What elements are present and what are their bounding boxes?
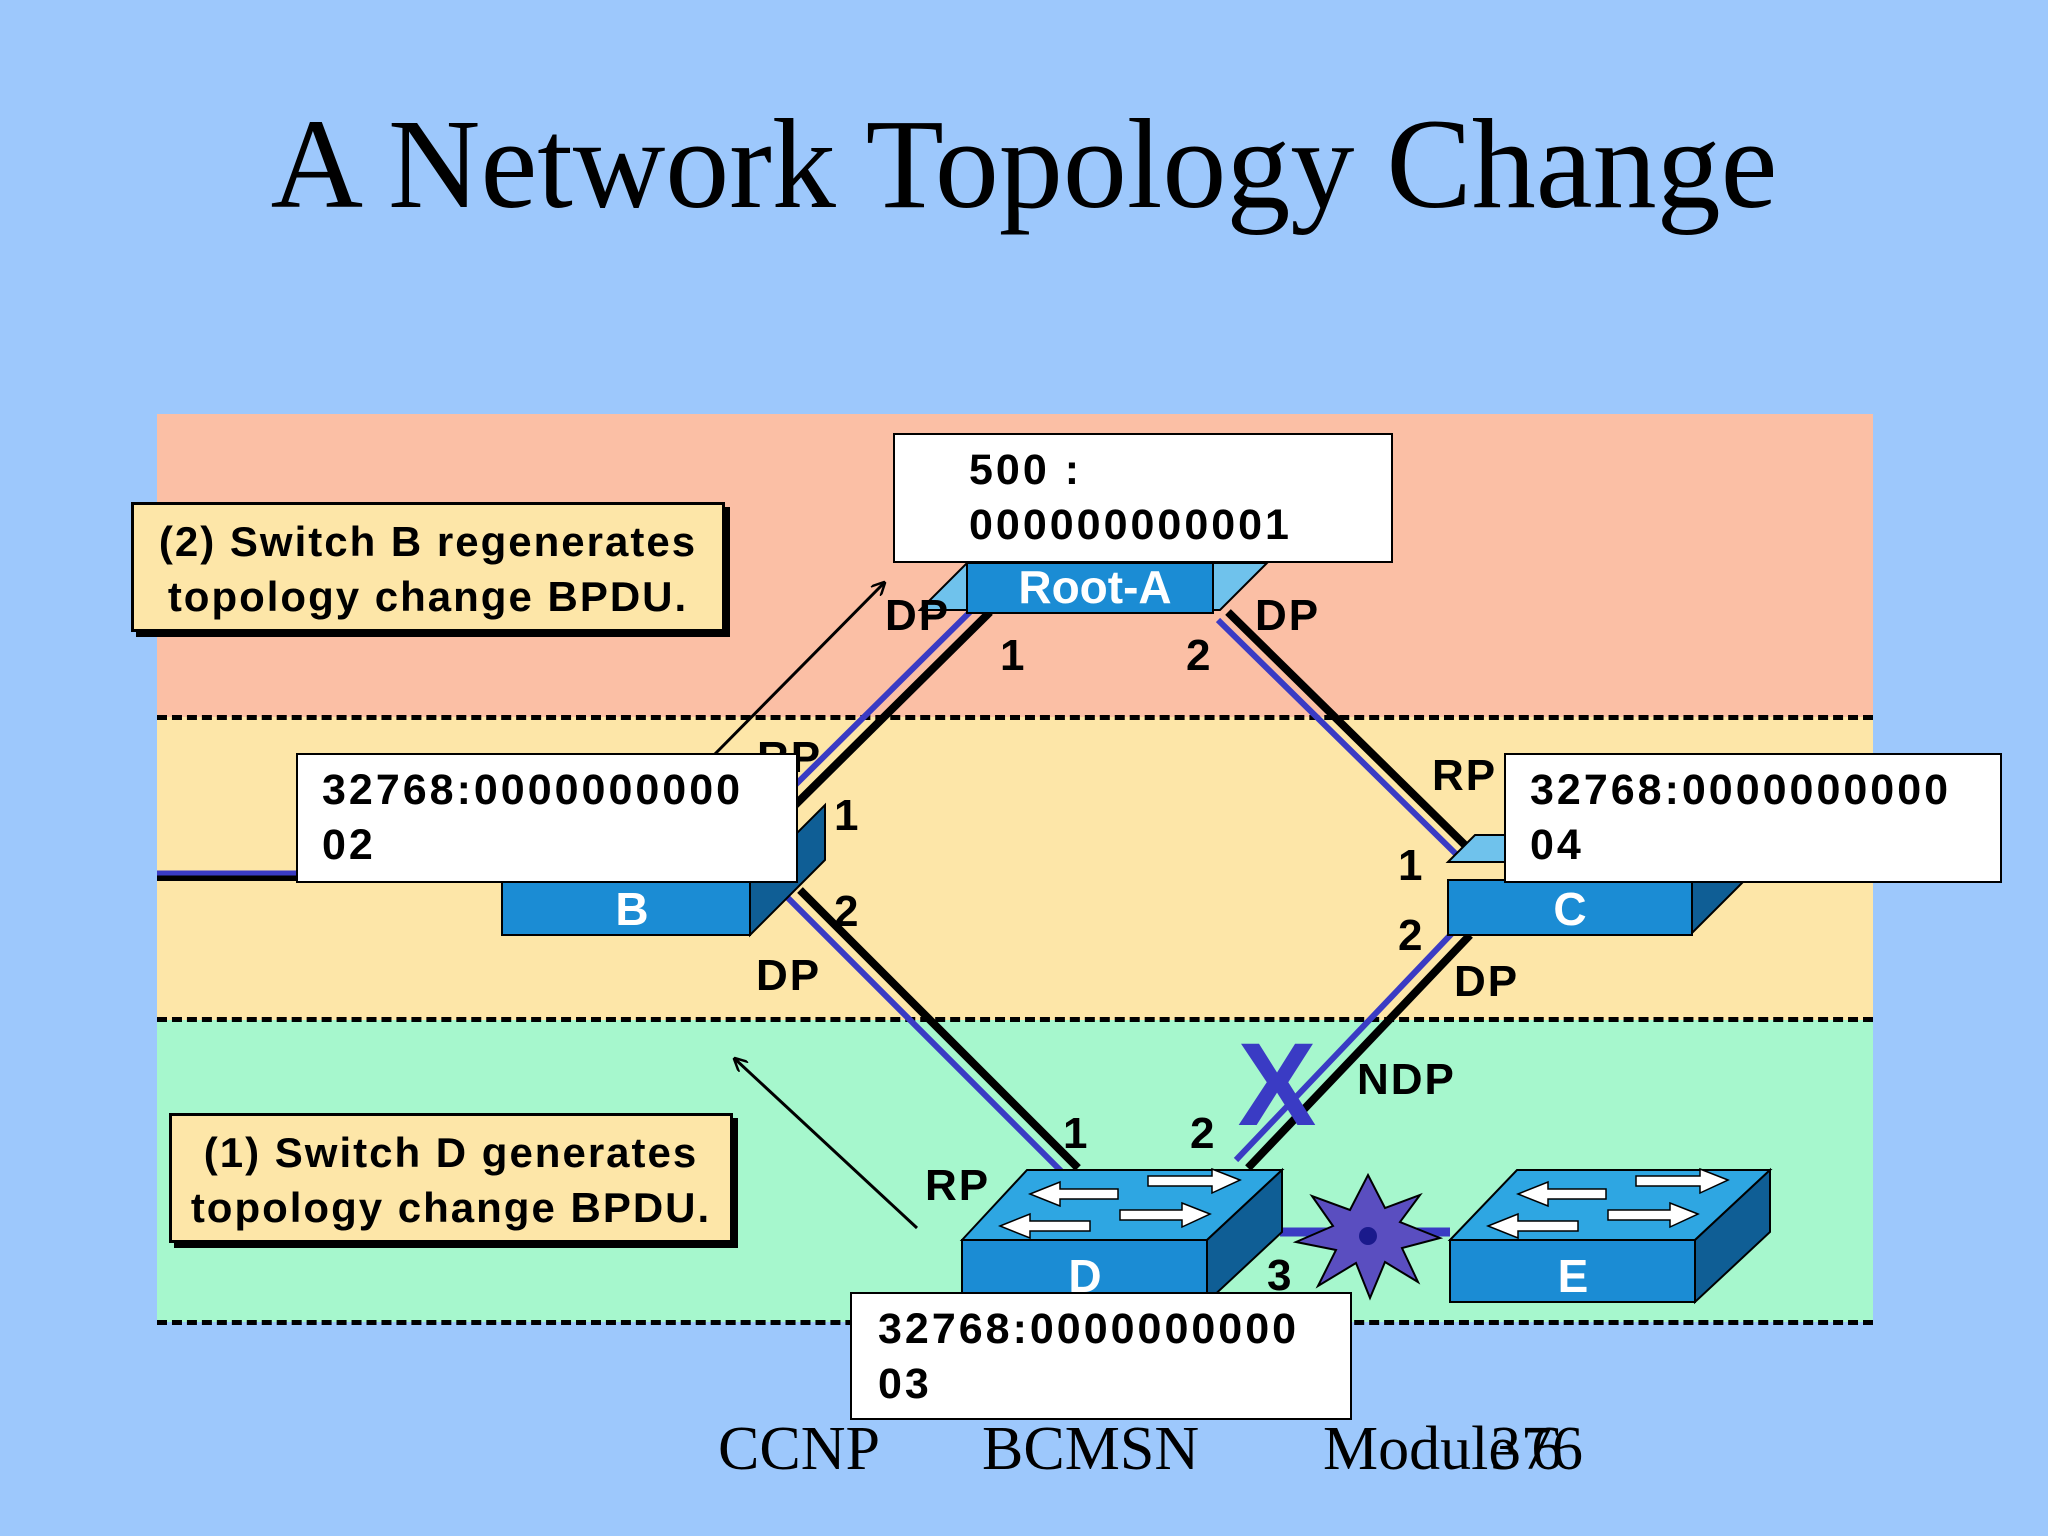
- switch-e-label: E: [1558, 1250, 1589, 1302]
- blocked-port-marker: X: [1238, 1019, 1317, 1151]
- switch-b: B: [501, 802, 826, 938]
- note-switch-b-regenerates: (2) Switch B regenerates topology change…: [131, 502, 725, 632]
- footer-module: Module 6: [1323, 1415, 1563, 1483]
- note-switch-b-line2: topology change BPDU.: [167, 573, 689, 620]
- switch-e: E: [1447, 1167, 1773, 1305]
- bridge-id-root-a-priority: 500 :: [969, 446, 1083, 494]
- switch-d: D: [959, 1167, 1285, 1305]
- bridge-id-b-line2: 02: [322, 821, 376, 869]
- link-a-b: [765, 601, 993, 823]
- arrow-b-to-root: [710, 583, 884, 759]
- link-a-c: [1215, 609, 1473, 861]
- port-role-c-2: DP: [1454, 957, 1519, 1006]
- port-role-a-2: DP: [1255, 591, 1320, 640]
- bridge-id-d-line1: 32768:0000000000: [878, 1305, 1300, 1353]
- switch-c-label: C: [1553, 883, 1586, 935]
- burst-center: [1359, 1227, 1377, 1245]
- note-switch-d-generates: (1) Switch D generates topology change B…: [169, 1113, 733, 1243]
- port-number-d-3: 3: [1267, 1251, 1293, 1300]
- port-role-c-1: RP: [1432, 751, 1497, 800]
- bridge-id-c-line1: 32768:0000000000: [1530, 766, 1952, 814]
- port-role-b-2: DP: [756, 951, 821, 1000]
- port-number-a-2: 2: [1186, 631, 1212, 680]
- footer-subject: BCMSN: [982, 1415, 1200, 1483]
- port-number-d-2: 2: [1190, 1109, 1216, 1158]
- bridge-id-b-line1: 32768:0000000000: [322, 766, 744, 814]
- link-c-d-blocked: [1233, 924, 1473, 1171]
- note-switch-d-line2: topology change BPDU.: [190, 1184, 712, 1231]
- port-number-a-1: 1: [1000, 631, 1026, 680]
- slide-title: A Network Topology Change: [270, 93, 1778, 235]
- link-b-d: [785, 887, 1081, 1179]
- divider-line: [157, 715, 1873, 720]
- bridge-id-root-a: 500 : 000000000001: [893, 433, 1393, 563]
- switch-e-arrows-icon: [1485, 1167, 1730, 1240]
- switch-b-label: B: [615, 883, 648, 935]
- port-role-a-1: DP: [885, 591, 950, 640]
- port-number-c-1: 1: [1398, 841, 1424, 890]
- port-number-c-2: 2: [1398, 911, 1424, 960]
- footer-page-number: 376: [1490, 1415, 1583, 1483]
- port-role-d-2: NDP: [1357, 1055, 1456, 1104]
- bridge-id-c-line2: 04: [1530, 821, 1584, 869]
- switch-d-arrows-icon: [997, 1167, 1242, 1240]
- bridge-id-d-line2: 03: [878, 1360, 932, 1408]
- bridge-id-c: 32768:0000000000 04: [1504, 753, 2002, 883]
- bridge-id-root-a-mac: 000000000001: [969, 501, 1292, 549]
- port-role-d-1: RP: [925, 1161, 990, 1210]
- note-switch-b-line1: (2) Switch B regenerates: [158, 518, 698, 565]
- port-number-b-1: 1: [834, 791, 860, 840]
- bridge-id-b: 32768:0000000000 02: [296, 753, 798, 883]
- switch-root-a-label: Root-A: [1018, 561, 1171, 613]
- arrow-d-to-b: [735, 1059, 919, 1230]
- footer-course: CCNP: [718, 1415, 880, 1483]
- divider-line: [157, 1017, 1873, 1022]
- port-number-b-2: 2: [834, 887, 860, 936]
- note-switch-d-line1: (1) Switch D generates: [203, 1129, 699, 1176]
- bridge-id-d: 32768:0000000000 03: [850, 1292, 1352, 1420]
- port-number-d-1: 1: [1063, 1109, 1089, 1158]
- switch-root-a: Root-A: [917, 561, 1270, 614]
